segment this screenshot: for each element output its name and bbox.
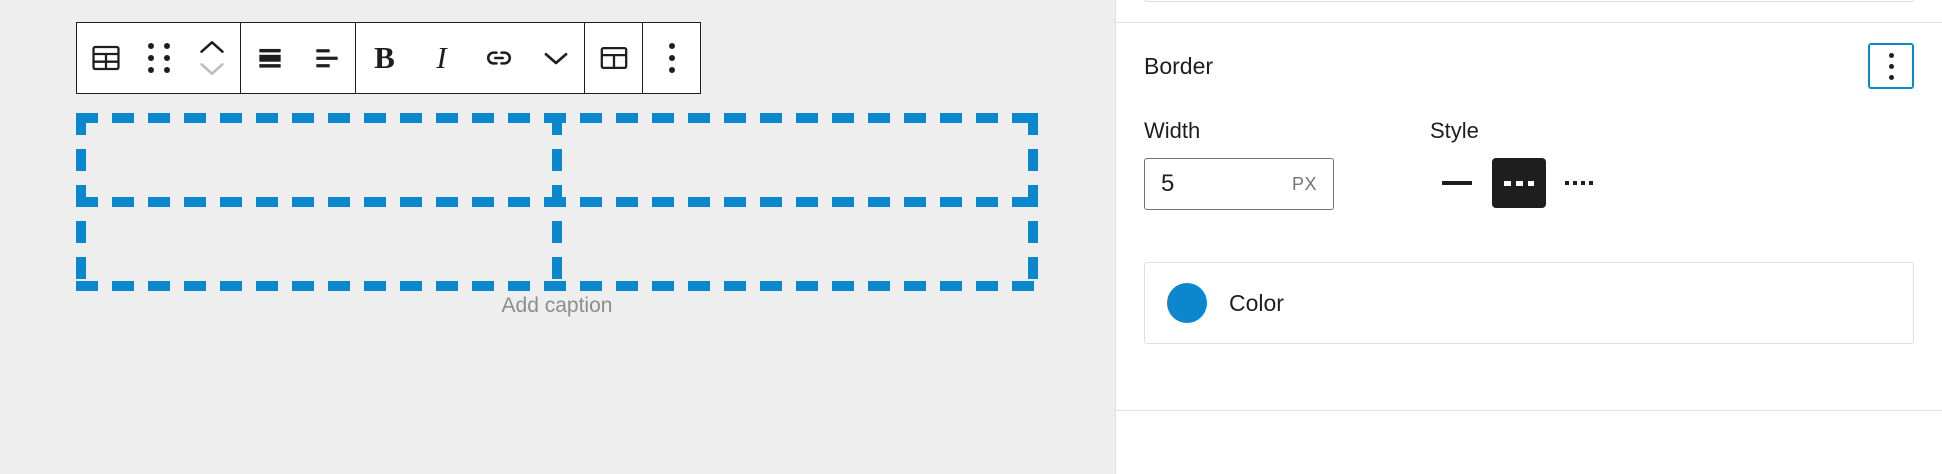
italic-label: I — [436, 40, 447, 75]
border-color-label: Color — [1229, 289, 1284, 316]
solid-line-icon — [1442, 181, 1472, 185]
border-style-dotted[interactable] — [1554, 158, 1608, 208]
color-swatch — [1167, 283, 1207, 323]
border-style-solid[interactable] — [1430, 158, 1484, 208]
border-width-field: Width 5 PX — [1144, 118, 1334, 210]
dotted-line-icon — [1565, 181, 1597, 185]
border-style-label: Style — [1430, 118, 1479, 143]
table-icon[interactable] — [77, 23, 134, 93]
more-options-icon[interactable] — [643, 23, 700, 93]
chevron-down-icon[interactable] — [527, 23, 584, 93]
dashed-line-icon — [1504, 180, 1534, 186]
toolbar-group-align — [240, 23, 355, 93]
options-dots — [668, 43, 675, 73]
toolbar-group-options — [642, 23, 700, 93]
bold-label: B — [374, 40, 395, 75]
move-down-icon[interactable] — [198, 58, 226, 80]
border-style-dashed[interactable] — [1492, 158, 1546, 208]
align-full-icon[interactable] — [241, 23, 298, 93]
toolbar-group-table-edit — [584, 23, 642, 93]
border-style-field: Style — [1430, 118, 1608, 210]
border-width-label: Width — [1144, 118, 1201, 143]
border-options-dots — [1888, 52, 1894, 80]
settings-sidebar: Border Width 5 PX Style — [1115, 0, 1942, 474]
border-panel-header: Border — [1144, 42, 1914, 90]
caption-placeholder[interactable]: Add caption — [501, 294, 613, 317]
border-width-input[interactable]: 5 PX — [1144, 158, 1334, 210]
bold-icon[interactable]: B — [356, 23, 413, 93]
block-toolbar: B I — [76, 22, 701, 94]
border-controls-row: Width 5 PX Style — [1144, 118, 1608, 210]
page-title: Border — [1144, 52, 1214, 79]
link-icon[interactable] — [470, 23, 527, 93]
edit-table-icon[interactable] — [585, 23, 642, 93]
italic-icon[interactable]: I — [413, 23, 470, 93]
border-options-button[interactable] — [1868, 43, 1914, 89]
block-movers[interactable] — [184, 23, 240, 93]
panel-divider-bottom — [1116, 410, 1942, 411]
editor-canvas: B I — [0, 0, 1115, 474]
border-color-row[interactable]: Color — [1144, 262, 1914, 344]
toolbar-group-format: B I — [355, 23, 584, 93]
move-up-icon[interactable] — [198, 36, 226, 58]
table-block[interactable] — [76, 113, 1038, 291]
table-border-right — [1028, 113, 1038, 291]
table-column-divider — [552, 113, 562, 291]
table-border-left — [76, 113, 86, 291]
border-width-value: 5 — [1161, 170, 1175, 197]
toolbar-group-block — [77, 23, 240, 93]
drag-handle-icon[interactable] — [134, 23, 184, 93]
previous-panel-field[interactable] — [1144, 0, 1914, 2]
drag-dots — [148, 43, 170, 73]
table-grid — [76, 113, 1038, 291]
align-text-icon[interactable] — [298, 23, 355, 93]
panel-divider-top — [1116, 22, 1942, 23]
border-style-options — [1430, 158, 1608, 208]
border-width-unit[interactable]: PX — [1291, 173, 1317, 194]
